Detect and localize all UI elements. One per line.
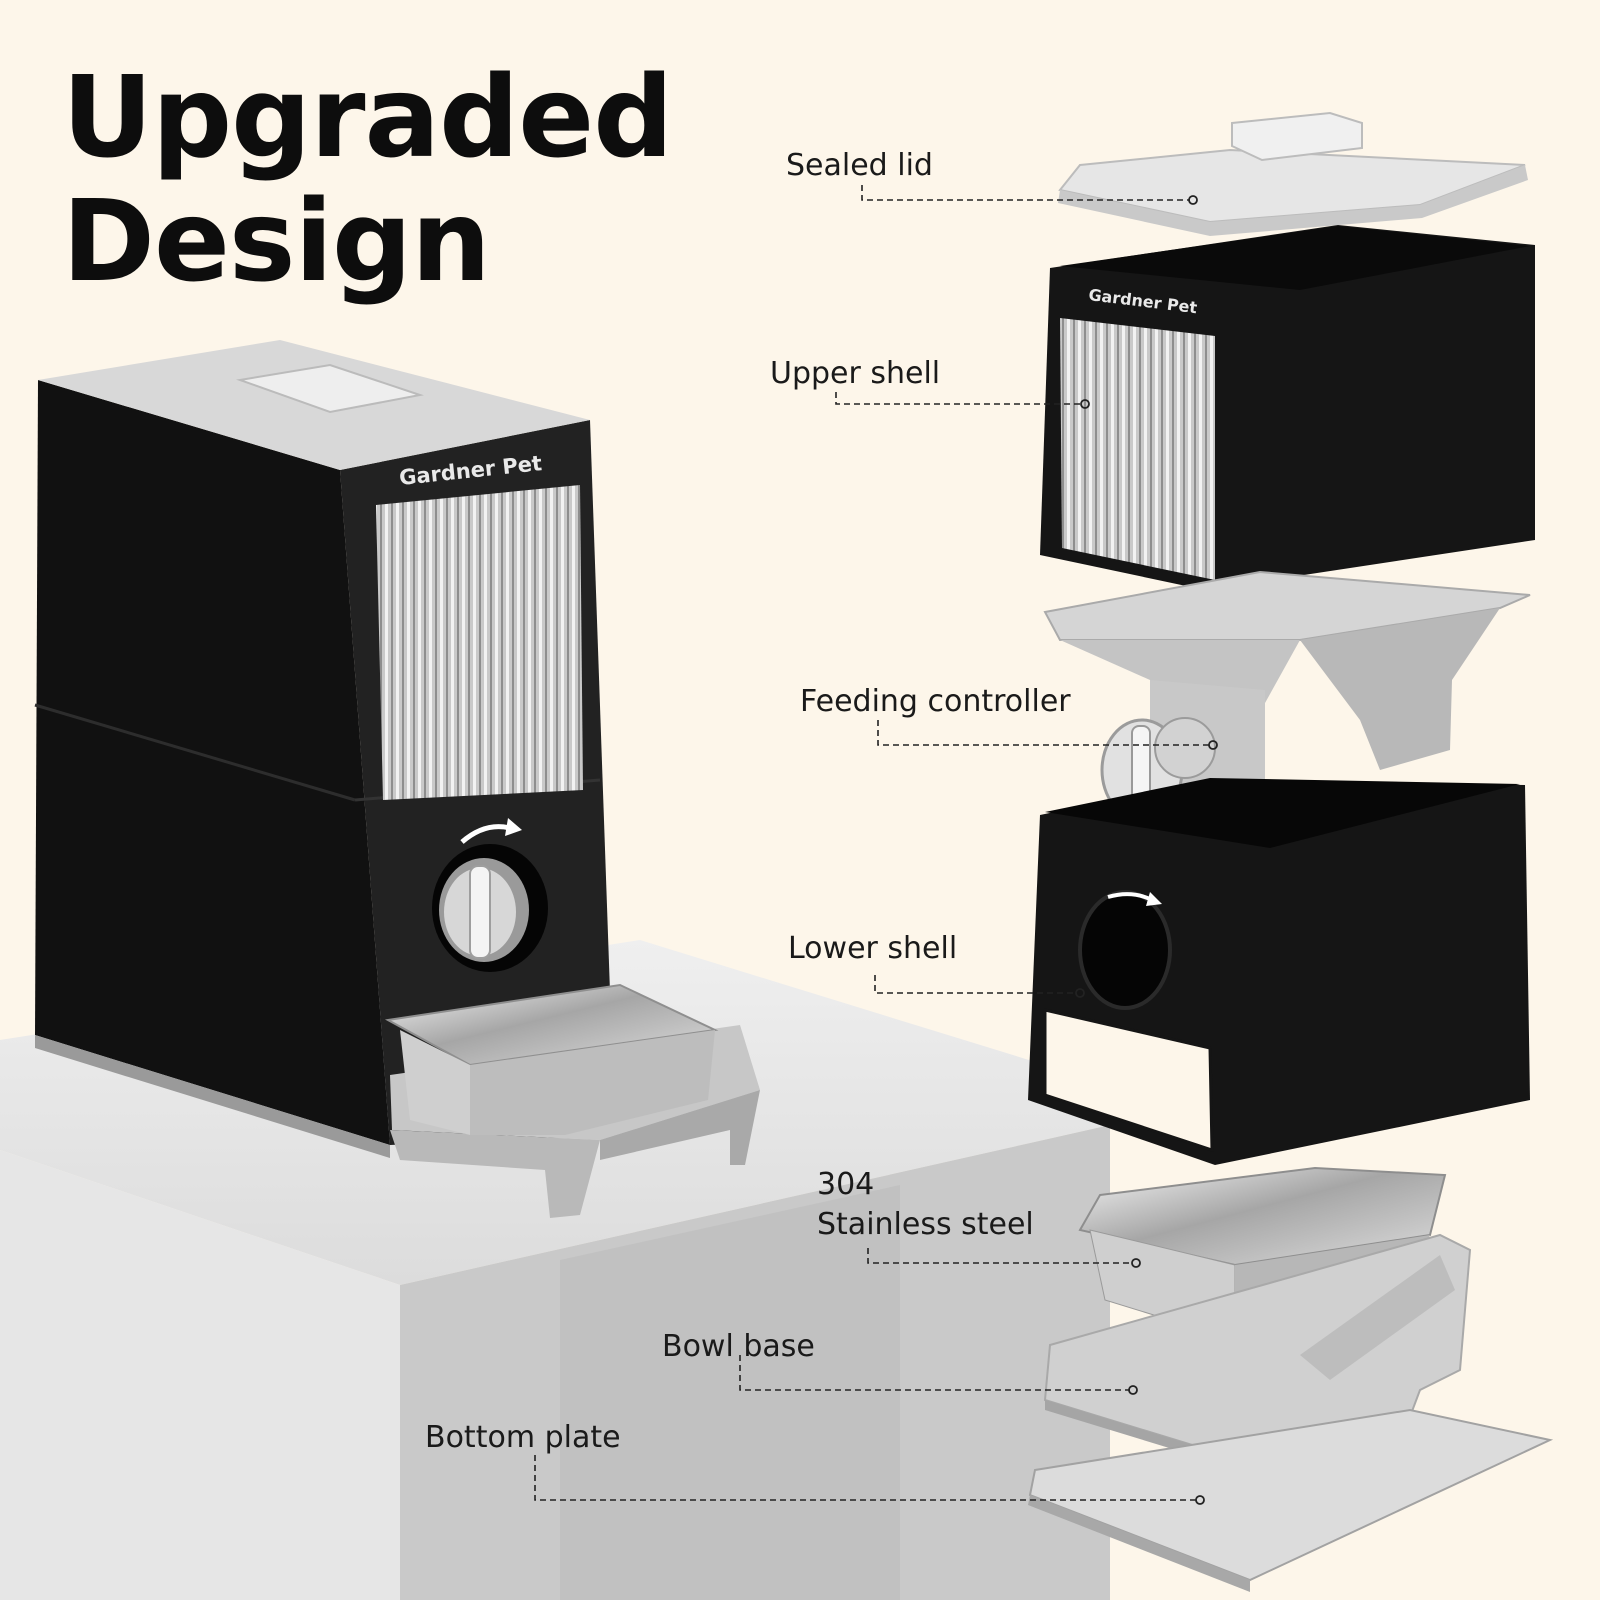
table (0, 940, 1110, 1600)
exploded-upper-shell: Gardner Pet (1040, 225, 1535, 590)
ribbed-window (376, 485, 583, 800)
leader-line-feeding-controller (877, 720, 1210, 746)
leader-dots (1075, 195, 1218, 1505)
assembled-feeder: Gardner Pet (34, 340, 760, 1218)
callout-upper-shell: Upper shell (770, 356, 941, 391)
headline-line-1: Upgraded (62, 53, 673, 183)
leader-dot-icon (1131, 1258, 1141, 1268)
steel-bowl (384, 983, 719, 1135)
leader-dot-icon (1075, 988, 1085, 998)
leader-dot-icon (1128, 1385, 1138, 1395)
leader-line-stainless-steel (867, 1248, 1133, 1264)
callout-steel-number: 304 (817, 1167, 875, 1202)
exploded-lower-shell (1028, 778, 1530, 1165)
callout-bottom-plate: Bottom plate (425, 1420, 621, 1455)
leader-line-bottom-plate (534, 1455, 1197, 1501)
leader-dot-icon (1080, 399, 1090, 409)
callout-sealed-lid: Sealed lid (786, 148, 933, 183)
leader-lines (534, 185, 1210, 1501)
arrow-icon (460, 824, 511, 844)
headline-line-2: Design (62, 177, 491, 307)
callout-feeding-controller: Feeding controller (800, 684, 1071, 719)
leader-dot-icon (1208, 740, 1218, 750)
callout-stainless-steel: Stainless steel (817, 1207, 1034, 1242)
ribbed-window-exploded (1060, 318, 1215, 580)
leader-line-upper-shell (835, 392, 1082, 405)
leader-dot-icon (1195, 1495, 1205, 1505)
exploded-bottom-plate (1028, 1408, 1554, 1592)
callout-bowl-base: Bowl base (662, 1329, 815, 1364)
dial-knob-icon (432, 844, 548, 972)
leader-line-bowl-base (739, 1355, 1130, 1391)
callout-lower-shell: Lower shell (788, 931, 958, 966)
exploded-bowl-base (1043, 1233, 1472, 1465)
leader-dot-icon (1188, 195, 1198, 205)
exploded-sealed-lid (1058, 111, 1528, 236)
leader-line-lower-shell (874, 975, 1077, 994)
leader-line-sealed-lid (861, 185, 1190, 201)
